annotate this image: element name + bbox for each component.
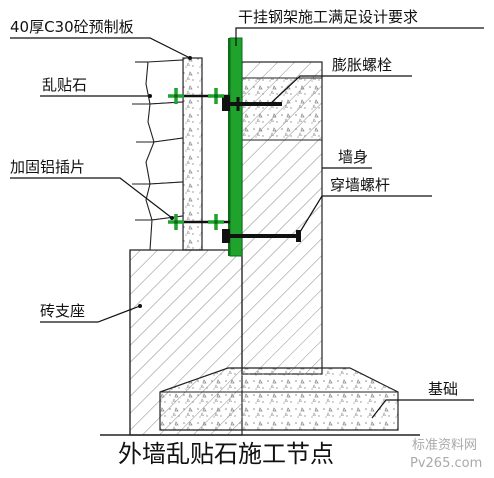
anchor-lower — [168, 214, 230, 230]
label-brick-support: 砖支座 — [40, 302, 86, 320]
label-precast-panel: 40厚C30砼预制板 — [10, 18, 134, 36]
steel-frame — [228, 37, 243, 257]
wall-body — [241, 61, 323, 375]
through-wall-bolt — [222, 229, 301, 243]
foundation — [159, 367, 399, 431]
leader-arrowheads — [138, 56, 192, 308]
leader-lines — [10, 27, 484, 419]
label-hanger-frame: 干挂钢架施工满足设计要求 — [238, 8, 419, 26]
label-foundation: 基础 — [428, 380, 459, 398]
label-aluminum-insert: 加固铝插片 — [10, 158, 86, 176]
drawing-title: 外墙乱贴石施工节点 — [118, 440, 334, 468]
label-random-stone: 乱贴石 — [42, 76, 88, 94]
anchor-upper — [168, 88, 230, 104]
label-through-bolt: 穿墙螺杆 — [330, 176, 391, 194]
expansion-bolt — [222, 97, 282, 111]
watermark-line2: Pv265.com — [410, 456, 483, 471]
random-stones — [132, 59, 184, 251]
label-wall-body: 墙身 — [338, 148, 369, 166]
watermark-line1: 标准资料网 — [412, 438, 478, 453]
label-expansion-bolt: 膨胀螺栓 — [332, 56, 393, 74]
